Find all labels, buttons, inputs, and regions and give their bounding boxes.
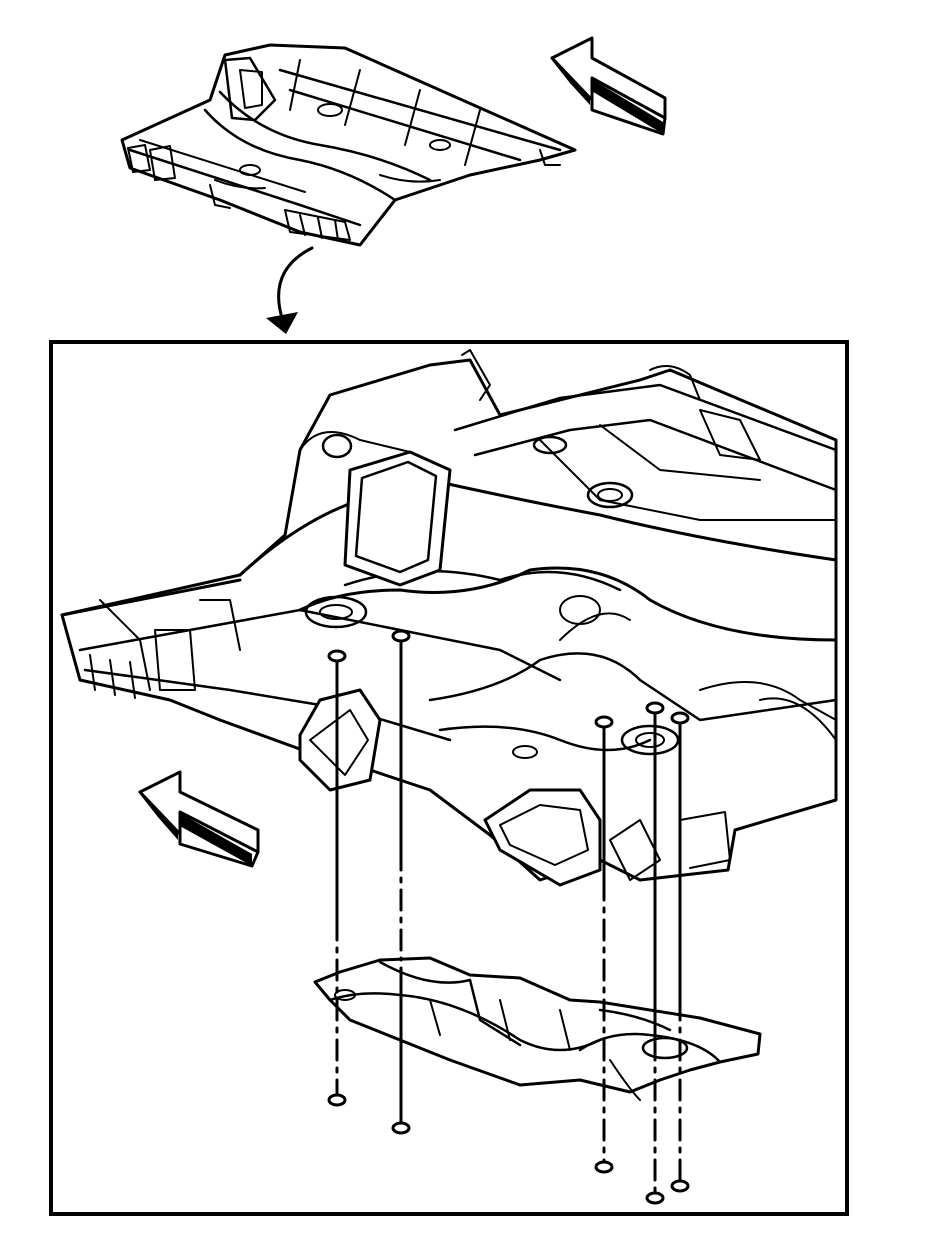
fastener-icon	[594, 1160, 614, 1174]
underbody-floor-pan-icon	[60, 349, 838, 887]
fastener-icon	[645, 1191, 665, 1205]
fastener-icon	[391, 629, 411, 643]
front-direction-arrow-icon	[550, 36, 667, 136]
fastener-icon	[391, 1121, 411, 1135]
fastener-icon	[645, 701, 665, 715]
fastener-icon	[327, 1093, 347, 1107]
fastener-icon	[594, 715, 614, 729]
fastener-alignment-group	[327, 629, 690, 1205]
heat-shield-icon	[313, 956, 762, 1101]
overview-floor-pan-icon	[120, 43, 577, 247]
fastener-icon	[327, 649, 347, 663]
detail-callout-arrow-icon	[266, 246, 314, 334]
fastener-icon	[670, 1179, 690, 1193]
front-direction-arrow-icon	[138, 770, 260, 868]
fastener-icon	[670, 711, 690, 725]
detail-frame	[49, 340, 849, 1216]
